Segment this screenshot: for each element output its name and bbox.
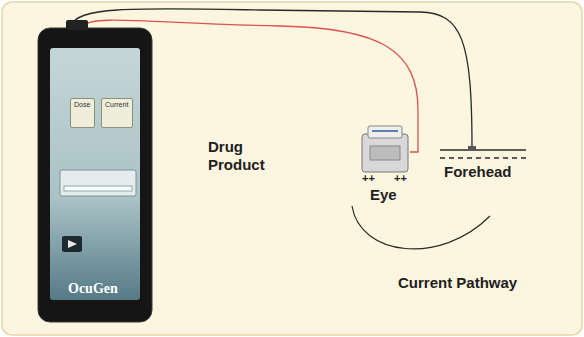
device-screen [50,48,140,300]
negative-charge [440,157,526,159]
charge-sign: ++ [362,172,375,185]
screen-readout-box: Dose [70,98,95,128]
eye-applicator [362,134,408,172]
progress-panel [60,170,136,196]
device-connector [66,20,88,30]
part-label: Drug Product [208,138,280,174]
play-button [62,236,82,252]
progress-bar [64,186,132,191]
part-label: Eye [370,186,397,204]
forehead-electrode [440,149,526,151]
applicator-reservoir [370,146,400,160]
device-body [38,28,152,322]
screen-readout-box: Current [101,98,133,128]
electrode-clip [468,146,476,150]
readout-label: Dose [74,101,91,109]
current-pathway-curve [352,206,490,249]
applicator-mark [372,130,398,132]
charge-sign: ++ [394,172,407,185]
readout-label: Current [105,101,129,109]
applicator-top [368,126,402,138]
part-label: Forehead [444,163,512,181]
play-icon [68,240,77,248]
part-label: Current Pathway [398,274,517,292]
brand-logo: OcuGen [68,281,118,298]
